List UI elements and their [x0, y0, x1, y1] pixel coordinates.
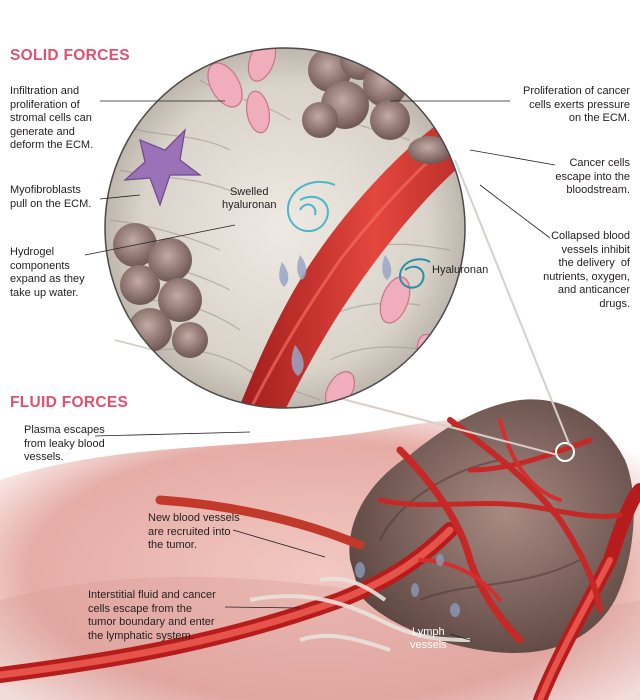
annotation-interstitial: Interstitial fluid and cancer cells esca… — [88, 589, 216, 642]
label-hyaluronan: Hyaluronan — [432, 264, 489, 276]
leader-lines — [84, 100, 556, 641]
fluid-forces-heading: FLUID FORCES — [10, 394, 129, 411]
zoom-line-right — [454, 159, 571, 447]
solid-forces-heading: SOLID FORCES — [10, 47, 130, 64]
magnified-ecm-view — [104, 47, 466, 409]
tumor-mass — [349, 399, 634, 653]
annotation-proliferation: Proliferation of cancer cells exerts pre… — [523, 85, 630, 124]
cancer-cell-escaping — [408, 136, 452, 164]
blood-vessels — [0, 417, 640, 700]
annotation-escape: Cancer cells escape into the bloodstream… — [555, 157, 630, 196]
cancer-cell-cluster-top — [302, 48, 410, 140]
hyaluronan-swirl-small — [398, 258, 431, 289]
magnifier-marker — [555, 442, 575, 462]
plasma-droplets — [279, 255, 392, 376]
annotation-hydrogel: Hydrogel components expand as they take … — [10, 246, 85, 299]
label-lymph-vessels: Lymph vessels — [410, 626, 447, 651]
annotation-new-vessels: New blood vessels are recruited into the… — [148, 512, 240, 551]
lymph-vessels — [249, 576, 471, 652]
label-swelled-hyaluronan: Swelled hyaluronan — [222, 186, 277, 211]
annotation-stromal: Infiltration and proliferation of stroma… — [10, 85, 94, 151]
annotation-plasma: Plasma escapes from leaky blood vessels. — [24, 424, 105, 463]
annotation-collapsed-vessels: Collapsed blood vessels inhibit the deli… — [543, 230, 630, 310]
hyaluronan-swirl-large — [286, 180, 336, 232]
annotation-myofibroblasts: Myofibroblasts pull on the ECM. — [10, 184, 92, 210]
collapsed-vessel — [230, 95, 465, 408]
myofibroblast — [123, 128, 202, 207]
fluid-droplets — [355, 554, 460, 617]
